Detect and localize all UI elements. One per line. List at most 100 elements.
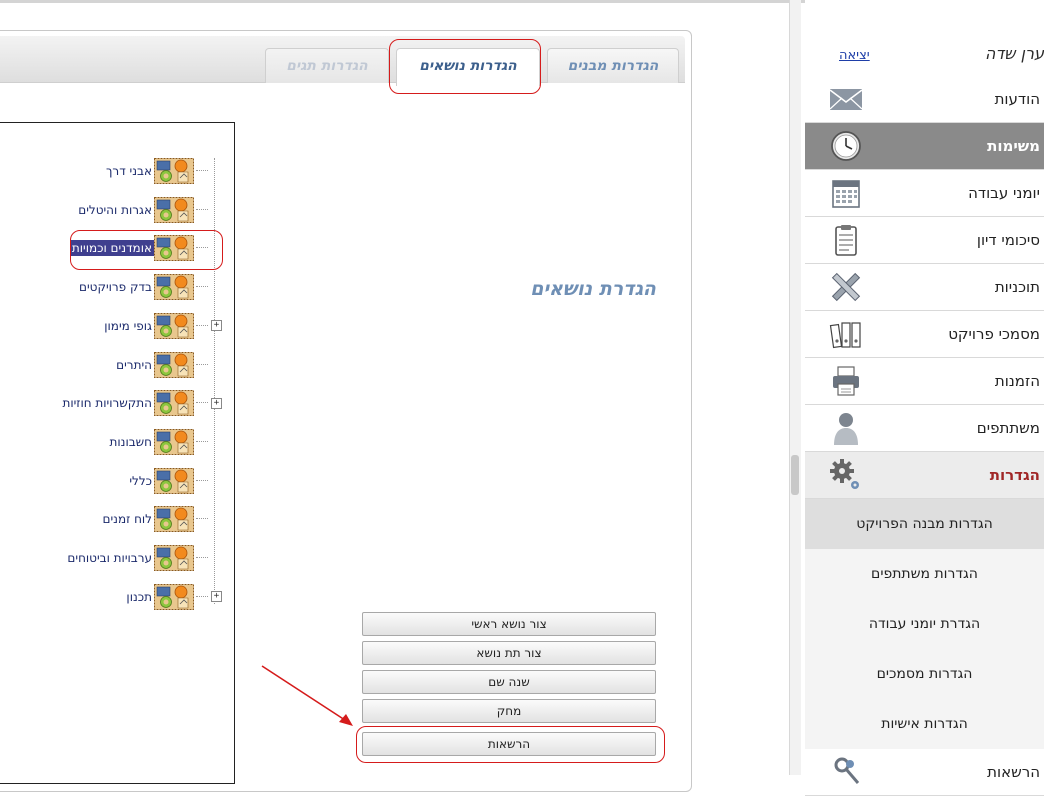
page-title: הגדרת נושאים — [530, 278, 656, 300]
tree-item-label[interactable]: לוח זמנים — [102, 512, 153, 527]
sidebar-item-settings[interactable]: הגדרות — [805, 452, 1044, 499]
sidebar-item-permissions[interactable]: הרשאות — [805, 749, 1044, 796]
topic-tree — [0, 122, 235, 784]
tree-connector — [196, 208, 208, 211]
tree-item[interactable]: אבני דרך — [104, 158, 222, 184]
tab-topic-settings[interactable]: הגדרות נושאים — [396, 48, 540, 86]
sidebar: ערן שדה יציאה הודעות משימות — [805, 0, 1044, 796]
tree-item[interactable]: התקשרויות חוזיות + — [60, 390, 222, 417]
tree-item-label[interactable]: ערבויות וביטוחים — [67, 551, 152, 565]
submenu-project-structure[interactable]: הגדרות מבנה הפרויקט — [805, 499, 1044, 550]
tree-item-label[interactable]: כללי — [129, 473, 152, 488]
tree-item[interactable]: תכנון + — [124, 583, 222, 610]
printer-icon — [833, 366, 859, 396]
tree-item-icon-wrap — [154, 196, 194, 223]
tree-item-icon-wrap — [154, 506, 194, 533]
expand-icon[interactable]: + — [211, 320, 222, 332]
tree-connector — [196, 557, 208, 559]
sidebar-item-messages[interactable]: הודעות — [805, 76, 1044, 123]
sidebar-item-label: הגדרות — [989, 466, 1040, 484]
tree-item-label[interactable]: היתרים — [116, 357, 152, 372]
tree-connector — [196, 247, 208, 249]
tree-item[interactable]: אגרות והיטלים — [76, 196, 222, 223]
tree-item[interactable]: בדק פרויקטים — [77, 274, 222, 301]
tree-item-label[interactable]: אומדנים וכמויות — [69, 240, 154, 257]
calendar-icon — [832, 180, 860, 208]
tree-item-label[interactable]: אבני דרך — [105, 164, 152, 178]
submenu-participants-settings[interactable]: הגדרות משתתפים — [805, 549, 1044, 600]
topic-folder-icon — [154, 196, 194, 223]
permissions-button[interactable]: הרשאות — [362, 732, 656, 756]
tab-bar: הגדרות תגים הגדרות נושאים הגדרות מבנים — [0, 36, 685, 86]
tab-structure-settings[interactable]: הגדרות מבנים — [547, 48, 679, 83]
tree-connector — [196, 170, 208, 172]
tree-item-icon-wrap — [154, 274, 194, 301]
topic-folder-icon — [154, 235, 194, 262]
tree-connector — [196, 402, 208, 404]
pencil-ruler-icon — [831, 272, 861, 302]
tree-item[interactable]: ערבויות וביטוחים — [65, 545, 222, 571]
tree-item[interactable]: אומדנים וכמויות — [69, 235, 222, 262]
topic-folder-icon — [154, 312, 194, 339]
expand-icon[interactable]: + — [211, 591, 222, 603]
tree-item[interactable]: חשבונות — [107, 428, 222, 455]
sidebar-item-plans[interactable]: תוכניות — [805, 264, 1044, 311]
delete-button[interactable]: מחק — [362, 699, 656, 723]
create-main-topic-button[interactable]: צור נושא ראשי — [362, 612, 656, 636]
submenu-personal-settings[interactable]: הגדרות אישיות — [805, 699, 1044, 750]
tree-item-icon-wrap — [154, 312, 194, 339]
tree-item[interactable]: גופי מימון + — [102, 312, 222, 339]
create-subtopic-button[interactable]: צור תת נושא — [362, 641, 656, 665]
topic-folder-icon — [154, 351, 194, 378]
tree-item-label[interactable]: בדק פרויקטים — [79, 280, 152, 295]
expand-icon[interactable]: + — [211, 397, 222, 409]
sidebar-item-work-logs[interactable]: יומני עבודה — [805, 170, 1044, 217]
topic-folder-icon — [154, 158, 194, 184]
topic-folder-icon — [154, 467, 194, 494]
tree-item-icon-wrap — [154, 351, 194, 378]
tree-item-icon-wrap — [154, 428, 194, 455]
logout-link[interactable]: יציאה — [839, 48, 870, 63]
tree-connector — [196, 363, 208, 366]
top-border — [0, 0, 1044, 3]
submenu-work-logs-settings[interactable]: הגדרת יומני עבודה — [805, 599, 1044, 650]
sidebar-item-participants[interactable]: משתתפים — [805, 405, 1044, 452]
sidebar-item-orders[interactable]: הזמנות — [805, 358, 1044, 405]
tree-connector — [196, 324, 208, 327]
clock-icon — [831, 131, 861, 161]
tree-connector — [196, 518, 208, 520]
tree-item-label[interactable]: חשבונות — [109, 434, 152, 449]
topic-folder-icon — [154, 274, 194, 301]
tab-tag-settings[interactable]: הגדרות תגים — [265, 48, 389, 83]
keys-icon — [834, 757, 860, 784]
topic-folder-icon — [154, 506, 194, 533]
tree-item-label[interactable]: תכנון — [126, 589, 152, 604]
sidebar-item-meeting-summaries[interactable]: סיכומי דיון — [805, 217, 1044, 264]
tree-item[interactable]: לוח זמנים — [101, 506, 223, 533]
tree-item-icon-wrap — [154, 390, 194, 417]
tree-connector — [196, 286, 208, 288]
sidebar-item-label: משתתפים — [976, 419, 1040, 437]
tree-item[interactable]: היתרים — [114, 351, 222, 378]
sidebar-item-label: מסמכי פרויקט — [948, 325, 1040, 343]
annotation-arrow-icon — [261, 665, 353, 726]
tree-item-label[interactable]: גופי מימון — [104, 318, 152, 333]
submenu-documents-settings[interactable]: הגדרות מסמכים — [805, 649, 1044, 700]
tree-guide-line — [214, 158, 215, 604]
sidebar-item-project-documents[interactable]: מסמכי פרויקט — [805, 311, 1044, 358]
tree-item-icon-wrap — [154, 467, 194, 494]
topic-folder-icon — [154, 428, 194, 455]
sidebar-item-label: סיכומי דיון — [976, 231, 1040, 249]
sidebar-item-label: הרשאות — [987, 763, 1040, 781]
rename-button[interactable]: שנה שם — [362, 670, 656, 694]
scrollbar[interactable] — [789, 0, 801, 775]
tree-connector — [196, 479, 208, 482]
topic-folder-icon — [154, 583, 194, 610]
tree-item-label[interactable]: אגרות והיטלים — [78, 202, 152, 217]
tree-item-label[interactable]: התקשרויות חוזיות — [62, 396, 152, 411]
scrollbar-thumb[interactable] — [791, 455, 799, 495]
tree-item[interactable]: כללי — [127, 467, 222, 494]
sidebar-item-tasks[interactable]: משימות — [805, 123, 1044, 170]
user-row: ערן שדה יציאה — [805, 44, 1044, 72]
tree-connector — [196, 595, 208, 598]
